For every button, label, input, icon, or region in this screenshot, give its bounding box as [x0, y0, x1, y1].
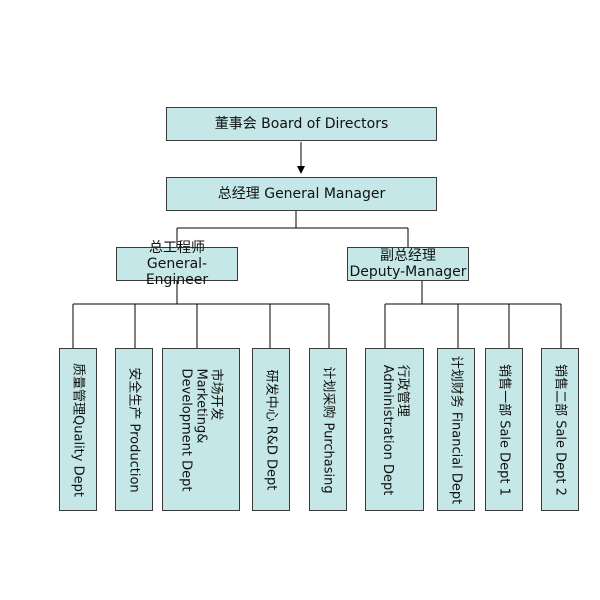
dept-marketing-label: 市场开发 Marketing& Development Dept — [179, 368, 224, 491]
board-of-directors-box: 董事会 Board of Directors — [166, 107, 437, 141]
dept-sale-2-line-1: 销售二部 Sale Dept 2 — [552, 363, 568, 496]
dept-rnd-label: 研发中心 R&D Dept — [264, 369, 279, 490]
dept-administration-line-1: 行政管理 — [394, 364, 410, 417]
dept-sale-1-box: 销售一部 Sale Dept 1 — [485, 348, 523, 511]
deputy-manager-label-en: Deputy-Manager — [349, 264, 467, 280]
dept-purchasing-label: 计划采购 Purchasing — [321, 366, 336, 493]
dept-purchasing-box: 计划采购 Purchasing — [309, 348, 347, 511]
dept-quality-line-1: 质量管理Quality Dept — [70, 362, 86, 497]
dept-rnd-box: 研发中心 R&D Dept — [252, 348, 290, 511]
dept-marketing-line-3: Development Dept — [178, 367, 194, 492]
general-engineer-label-en: General-Engineer — [145, 256, 209, 288]
dept-financial-box: 计划财务 Financial Dept — [437, 348, 475, 511]
dept-administration-box: 行政管理 Administration Dept — [365, 348, 424, 511]
board-of-directors-label: 董事会 Board of Directors — [214, 116, 389, 132]
deputy-manager-box: 副总经理 Deputy-Manager — [347, 247, 469, 281]
dept-financial-label: 计划财务 Financial Dept — [449, 355, 464, 504]
deputy-manager-label-cn: 副总经理 — [380, 248, 436, 264]
dept-administration-label: 行政管理 Administration Dept — [380, 364, 410, 495]
dept-quality-label: 质量管理Quality Dept — [71, 363, 86, 497]
dept-production-line-1: 安全生产 Production — [126, 366, 142, 493]
dept-financial-line-1: 计划财务 Financial Dept — [448, 355, 464, 504]
dept-quality-box: 质量管理Quality Dept — [59, 348, 97, 511]
dept-administration-line-2: Administration Dept — [379, 364, 395, 495]
dept-sale-2-box: 销售二部 Sale Dept 2 — [541, 348, 579, 511]
general-engineer-label-cn: 总工程师 — [149, 240, 205, 256]
dept-sale-1-label: 销售一部 Sale Dept 1 — [497, 364, 512, 496]
general-manager-label: 总经理 General Manager — [217, 186, 386, 202]
dept-marketing-line-1: 市场开发 — [208, 367, 224, 421]
dept-sale-1-line-1: 销售一部 Sale Dept 1 — [496, 363, 512, 496]
dept-rnd-line-1: 研发中心 R&D Dept — [263, 369, 279, 490]
dept-production-label: 安全生产 Production — [127, 367, 142, 492]
dept-marketing-box: 市场开发 Marketing& Development Dept — [162, 348, 240, 511]
general-engineer-box: 总工程师 General-Engineer — [116, 240, 238, 288]
dept-sale-2-label: 销售二部 Sale Dept 2 — [553, 364, 568, 496]
dept-production-box: 安全生产 Production — [115, 348, 153, 511]
dept-purchasing-line-1: 计划采购 Purchasing — [320, 365, 336, 494]
dept-marketing-line-2: Marketing& — [193, 367, 209, 443]
general-manager-box: 总经理 General Manager — [166, 177, 437, 211]
